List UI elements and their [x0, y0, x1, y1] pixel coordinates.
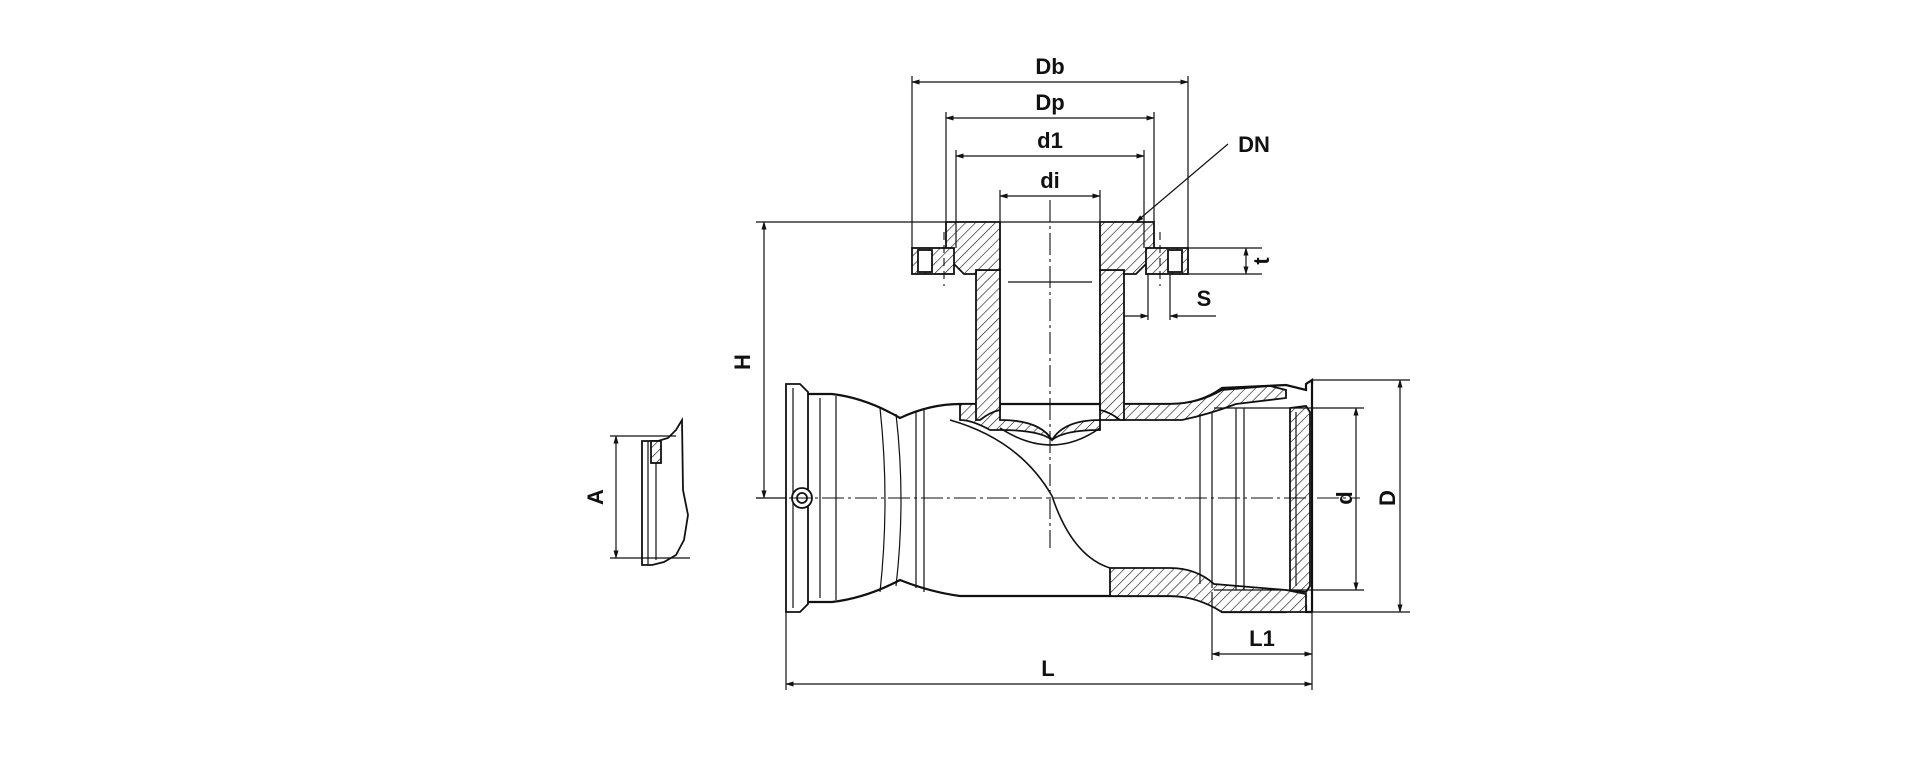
label-DN: DN	[1238, 132, 1270, 157]
branch-wall-left	[975, 269, 1001, 421]
label-Db: Db	[1035, 54, 1064, 79]
left-section-curve-1	[879, 407, 886, 593]
tee-body	[756, 200, 1360, 614]
bore-curve	[949, 419, 1111, 569]
dimensions: Db Dp d1 di DN t S H	[730, 54, 1410, 690]
label-L1: L1	[1249, 626, 1275, 651]
label-A: A	[583, 489, 608, 505]
label-S: S	[1197, 286, 1212, 311]
run-top-outline	[808, 377, 1314, 420]
bottom-wall-section	[1109, 567, 1307, 613]
bolt-hole-left	[917, 249, 933, 273]
label-H: H	[730, 354, 755, 370]
branch-wall-right	[1099, 269, 1125, 421]
label-d: d	[1332, 491, 1357, 504]
gasket-groove	[1289, 405, 1311, 593]
left-section-curve-2	[895, 413, 902, 587]
gasket-body	[641, 416, 689, 566]
label-t: t	[1249, 257, 1274, 265]
label-D: D	[1375, 490, 1400, 506]
label-L: L	[1041, 656, 1054, 681]
label-d1: d1	[1037, 128, 1063, 153]
bolt-hole-right	[1167, 249, 1183, 273]
branch-bore-bottom	[999, 427, 1101, 446]
label-di: di	[1040, 168, 1060, 193]
gasket-lip	[650, 440, 662, 464]
label-Dp: Dp	[1035, 90, 1064, 115]
gasket-detail: A	[583, 416, 690, 566]
leader-DN	[1135, 143, 1229, 223]
